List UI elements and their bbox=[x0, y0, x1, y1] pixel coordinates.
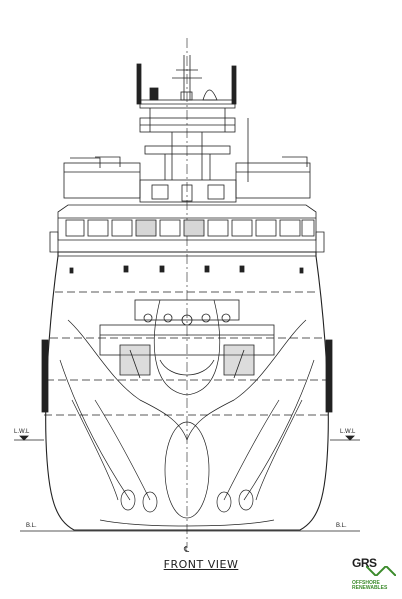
mast bbox=[136, 55, 249, 182]
mast-platform bbox=[139, 99, 236, 180]
drawing-caption: FRONT VIEW bbox=[163, 558, 239, 571]
baseline-label-starboard: B.L. bbox=[336, 523, 347, 529]
logo-tagline-2: RENEWABLES bbox=[352, 585, 388, 591]
baseline-markers: B.L. B.L. bbox=[20, 523, 360, 532]
logo-mark-icon bbox=[366, 566, 396, 576]
waterline-label-port: L.W.L bbox=[14, 429, 30, 435]
baseline-label-port: B.L. bbox=[26, 523, 37, 529]
hull bbox=[41, 251, 333, 531]
wheelhouse bbox=[49, 204, 325, 253]
port-fender bbox=[41, 339, 49, 413]
bow-thruster-4 bbox=[238, 489, 254, 511]
forecastle-portholes bbox=[69, 265, 304, 274]
bridge-top bbox=[63, 156, 311, 203]
bow-thruster-2 bbox=[142, 491, 158, 513]
starboard-fender bbox=[325, 339, 333, 413]
wheelhouse-windows bbox=[65, 219, 315, 237]
centerline-symbol: ℄ bbox=[183, 545, 190, 554]
bow-equipment bbox=[99, 299, 275, 379]
waterline-label-starboard: L.W.L bbox=[340, 429, 356, 435]
grs-logo: GRS OFFSHORE RENEWABLES bbox=[352, 556, 398, 596]
hull-section-lines bbox=[59, 299, 315, 527]
logo-tagline-1: OFFSHORE bbox=[352, 580, 380, 586]
bow-thruster-3 bbox=[216, 491, 232, 513]
logo-text: GRS bbox=[352, 556, 377, 570]
bow-thruster-1 bbox=[120, 489, 136, 511]
waterline-markers: L.W.L L.W.L bbox=[14, 429, 360, 441]
